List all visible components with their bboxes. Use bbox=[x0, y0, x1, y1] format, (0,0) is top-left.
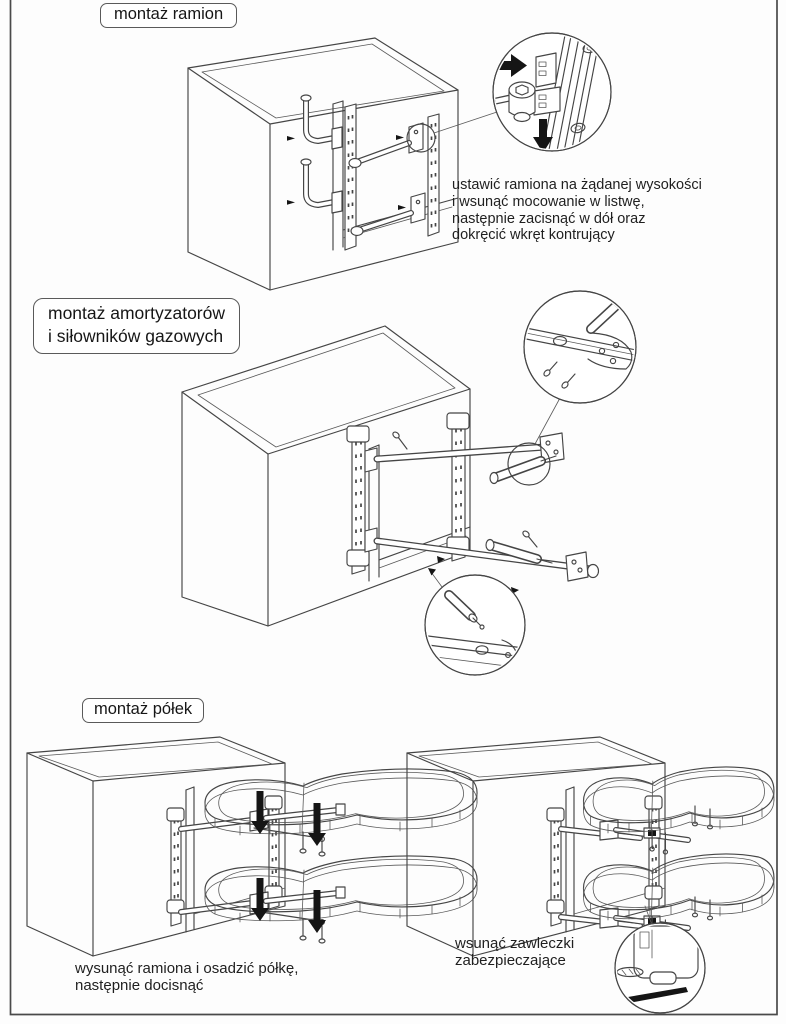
detail-circle-securing-pin bbox=[614, 906, 706, 1014]
section-title-shelves-label: montaż półek bbox=[94, 700, 193, 718]
detail-circle-damper bbox=[424, 568, 526, 676]
section-title-dampers-line: i siłowników gazowych bbox=[48, 325, 224, 346]
arms-instruction-text: ustawić ramiona na żądanej wysokości i w… bbox=[452, 177, 702, 244]
page-border-frame bbox=[9, 0, 778, 1016]
instruction-line: wsunąć zawleczki bbox=[455, 935, 575, 952]
shelves-instruction-left: wysunąć ramiona i osadzić półkę, następn… bbox=[75, 960, 298, 995]
section-title-dampers: montaż amortyzatorów i siłowników gazowy… bbox=[33, 298, 241, 354]
instruction-line: następnie docisnąć bbox=[75, 977, 204, 995]
instruction-line: i wsunąć mocowanie w listwę, bbox=[452, 193, 645, 210]
shelves-instruction-right: wsunąć zawleczki zabezpieczające bbox=[455, 935, 574, 970]
section-title-dampers-line: montaż amortyzatorów bbox=[48, 303, 226, 323]
section-title-arms: montaż ramion bbox=[100, 3, 238, 28]
detail-circle-arm-mount bbox=[492, 32, 612, 152]
instruction-line: ustawić ramiona na żądanej wysokości bbox=[452, 177, 702, 193]
instruction-line: następnie zacisnąć w dół oraz bbox=[452, 210, 646, 227]
section-title-shelves: montaż półek bbox=[82, 698, 205, 723]
diagram-shelves-right-cabinet bbox=[406, 736, 775, 957]
diagram-cabinet-arms bbox=[188, 38, 497, 290]
section-title-arms-label: montaż ramion bbox=[114, 5, 224, 23]
detail-circle-gas-spring bbox=[523, 290, 637, 404]
diagram-shelves-left-cabinet bbox=[26, 736, 478, 957]
instruction-line: dokręcić wkręt kontrujący bbox=[452, 227, 615, 244]
instruction-line: wysunąć ramiona i osadzić półkę, bbox=[75, 960, 299, 977]
instruction-line: zabezpieczające bbox=[455, 952, 566, 970]
diagram-cabinet-dampers bbox=[182, 326, 600, 626]
